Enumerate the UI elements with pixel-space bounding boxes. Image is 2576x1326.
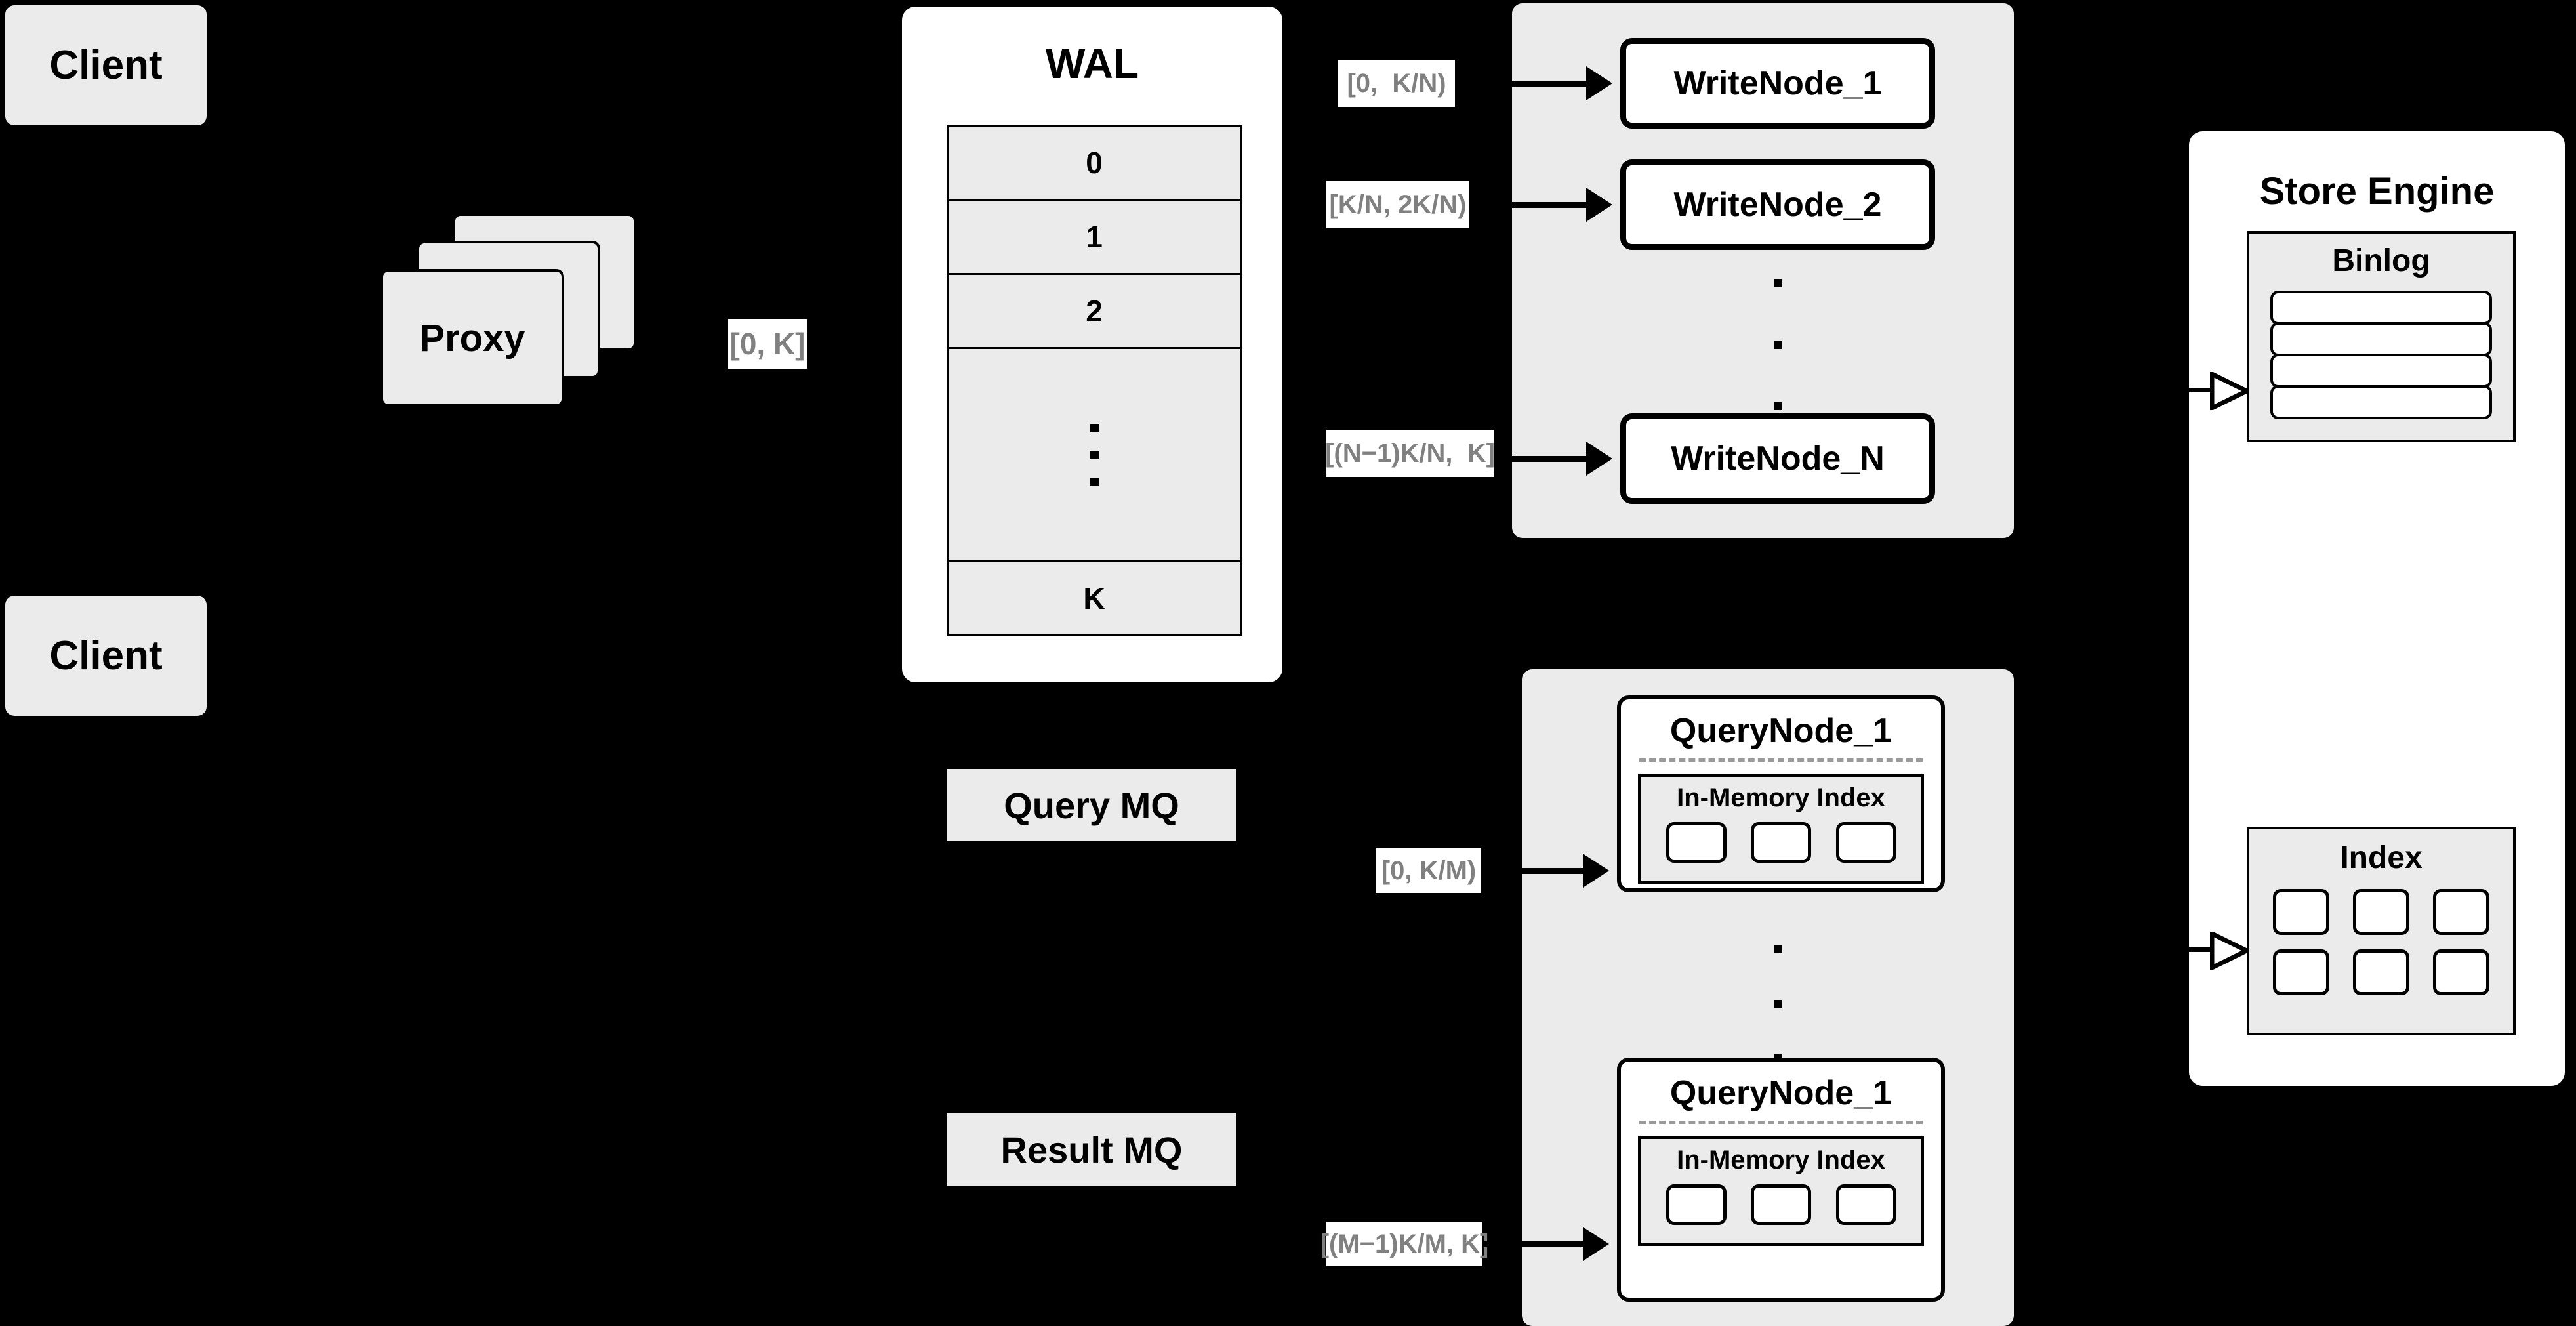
binlog-row — [2270, 291, 2492, 325]
write-node-label: WriteNode_N — [1671, 440, 1885, 478]
range-label-text: [0, K/M) — [1381, 856, 1477, 885]
range-label-query-node-m: [(M−1)K/M, K] — [1320, 1222, 1488, 1266]
write-node-n[interactable]: WriteNode_N — [1620, 413, 1935, 504]
binlog-row — [2270, 354, 2492, 388]
arrow-to-write-node-1 — [1455, 81, 1586, 87]
proxy-stack-card-front[interactable]: Proxy — [380, 269, 564, 407]
in-memory-index-box: In-Memory Index — [1638, 1136, 1924, 1246]
result-mq-box[interactable]: Result MQ — [947, 1113, 1236, 1186]
write-node-2[interactable]: WriteNode_2 — [1620, 159, 1935, 250]
query-node-label: QueryNode_1 — [1669, 1074, 1892, 1112]
store-engine-panel: Store Engine Binlog Index — [2186, 128, 2568, 1089]
result-mq-label: Result MQ — [1000, 1129, 1183, 1171]
write-node-label: WriteNode_2 — [1673, 186, 1882, 224]
table-row: K — [949, 562, 1240, 634]
wal-table: 0 1 2 K — [947, 125, 1242, 636]
range-label-write-node-1: [0, K/N) — [1338, 60, 1455, 107]
index-cell — [2433, 949, 2489, 995]
range-label-write-node-n: [(N−1)K/N, K] — [1325, 430, 1495, 477]
wal-row-label: 2 — [1086, 294, 1103, 328]
vertical-ellipsis-icon — [1090, 415, 1099, 495]
index-cell — [2433, 889, 2489, 935]
wal-row-label: 1 — [1086, 220, 1103, 254]
index-segment-chip — [1751, 1184, 1811, 1225]
index-segment-chip — [1666, 1184, 1727, 1225]
query-node-m[interactable]: QueryNode_1 In-Memory Index — [1617, 1058, 1945, 1302]
binlog-label: Binlog — [2332, 243, 2430, 278]
vertical-ellipsis-icon — [1769, 945, 1786, 1063]
client-label: Client — [49, 633, 163, 678]
query-mq-box[interactable]: Query MQ — [947, 769, 1236, 841]
table-row: 1 — [949, 201, 1240, 275]
arrow-to-query-node-m — [1482, 1241, 1583, 1247]
proxy-stack[interactable]: Proxy — [380, 213, 669, 430]
wal-panel: WAL 0 1 2 K — [899, 3, 1286, 686]
in-memory-index-label: In-Memory Index — [1677, 783, 1885, 812]
index-cell — [2273, 889, 2329, 935]
index-segment-chip — [1666, 822, 1727, 863]
write-node-1[interactable]: WriteNode_1 — [1620, 38, 1935, 129]
wal-row-label: K — [1083, 581, 1105, 615]
range-label-text: [(M−1)K/M, K] — [1320, 1229, 1489, 1258]
binlog-row — [2270, 385, 2492, 419]
arrow-right-filled-icon — [1583, 854, 1609, 888]
binlog-row — [2270, 322, 2492, 356]
query-node-1[interactable]: QueryNode_1 In-Memory Index — [1617, 695, 1945, 892]
range-label-proxy-to-wal: [0, K] — [728, 319, 807, 369]
arrow-to-query-node-1 — [1481, 868, 1583, 874]
store-engine-title: Store Engine — [2259, 170, 2495, 213]
binlog-box: Binlog — [2247, 231, 2516, 442]
wal-row-label: 0 — [1086, 146, 1103, 180]
range-label-text: [(N−1)K/N, K] — [1325, 438, 1495, 468]
arrow-to-index — [2182, 930, 2255, 970]
client-label: Client — [49, 43, 163, 88]
index-cell — [2273, 949, 2329, 995]
arrow-to-write-node-2 — [1469, 202, 1586, 208]
client-box-1[interactable]: Client — [5, 5, 207, 125]
arrow-to-write-node-n — [1494, 456, 1586, 462]
index-segment-chip — [1835, 822, 1896, 863]
range-label-write-node-2: [K/N, 2K/N) — [1326, 181, 1469, 228]
index-box: Index — [2247, 827, 2516, 1035]
arrow-right-filled-icon — [1586, 442, 1612, 476]
index-label: Index — [2340, 840, 2423, 875]
table-row: 0 — [949, 127, 1240, 201]
vertical-ellipsis-icon — [1769, 279, 1786, 410]
arrow-right-filled-icon — [1586, 188, 1612, 222]
divider — [1639, 758, 1923, 762]
query-mq-label: Query MQ — [1004, 784, 1179, 826]
arrow-right-filled-icon — [1586, 66, 1612, 100]
divider — [1639, 1121, 1923, 1124]
index-segment-chip — [1835, 1184, 1896, 1225]
range-label-text: [0, K/N) — [1347, 68, 1446, 98]
arrow-to-binlog — [2182, 371, 2255, 410]
in-memory-index-box: In-Memory Index — [1638, 774, 1924, 884]
arrow-right-filled-icon — [1583, 1227, 1609, 1261]
index-cell — [2353, 889, 2409, 935]
index-segment-chip — [1751, 822, 1811, 863]
arrow-right-open-icon — [2210, 932, 2249, 970]
index-cell — [2353, 949, 2409, 995]
table-row-ellipsis — [949, 349, 1240, 562]
wal-title: WAL — [1045, 40, 1139, 87]
query-node-label: QueryNode_1 — [1669, 712, 1892, 750]
range-label-text: [0, K] — [729, 327, 806, 361]
range-label-query-node-1: [0, K/M) — [1376, 848, 1481, 893]
in-memory-index-label: In-Memory Index — [1677, 1146, 1885, 1174]
arrow-right-open-icon — [2210, 372, 2249, 410]
client-box-2[interactable]: Client — [5, 596, 207, 716]
table-row: 2 — [949, 275, 1240, 349]
write-node-label: WriteNode_1 — [1673, 64, 1882, 102]
proxy-label: Proxy — [419, 316, 525, 360]
range-label-text: [K/N, 2K/N) — [1329, 190, 1467, 219]
